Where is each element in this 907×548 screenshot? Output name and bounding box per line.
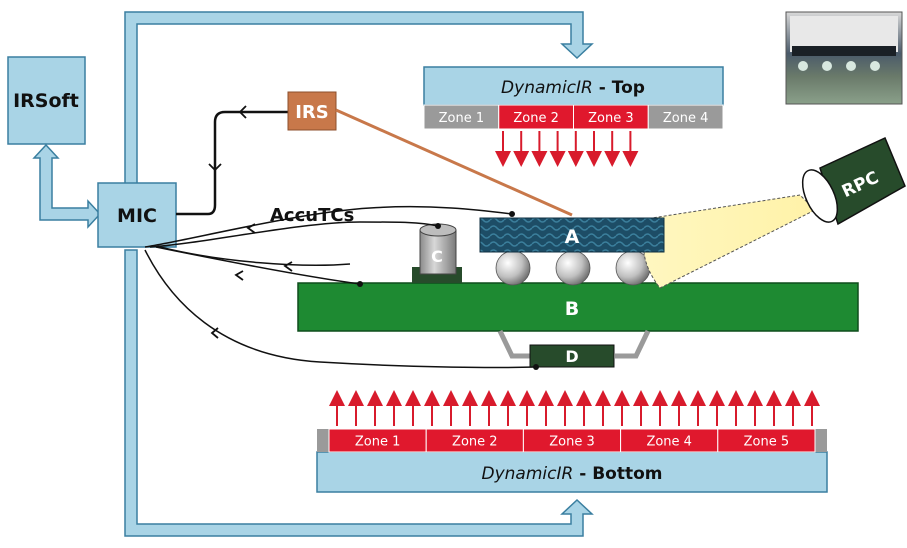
accutc-arrowheads [210, 223, 293, 339]
accutc-junction [435, 223, 441, 229]
mic-box[interactable] [97, 182, 177, 248]
heater-zone-label: Zone 3 [588, 111, 634, 126]
bottom-heater-title: DynamicIR - Bottom [482, 464, 663, 484]
top-heater-arrows [495, 131, 639, 167]
irsoft-label: IRSoft [13, 90, 79, 112]
mic-label: MIC [117, 205, 157, 227]
irsoft-mic-link [32, 143, 102, 229]
component-d-leads [497, 329, 651, 359]
board-b-label: B [565, 298, 579, 320]
irs-mic-line [176, 110, 288, 216]
component-a-label: A [565, 226, 580, 248]
heater-zone[interactable] [717, 428, 816, 453]
top-heater-title: DynamicIR - Top [501, 78, 645, 98]
solder-ball [495, 250, 531, 286]
accutcs-label: AccuTCs [270, 205, 354, 226]
irs-box[interactable] [287, 91, 337, 131]
irsoft-box[interactable] [7, 56, 86, 145]
accutc-junction [357, 281, 363, 287]
heater-zone-label: Zone 4 [663, 111, 709, 126]
accutc-junction [533, 364, 539, 370]
heater-zone-label: Zone 1 [355, 435, 401, 450]
irs-arrow-side [208, 163, 222, 172]
heater-zone[interactable] [647, 104, 724, 130]
heater-zone-label: Zone 2 [513, 111, 559, 126]
bottom-heater-zones: Zone 1 Zone 2 Zone 3 Zone 4 Zone 5 [328, 428, 816, 453]
sensor-c-label: C [431, 247, 443, 266]
camera-photo-inset [785, 11, 903, 105]
accutc-junction [509, 211, 515, 217]
bottom-heater-arrows [329, 390, 820, 426]
bottom-heater-box[interactable] [316, 451, 828, 493]
heater-zone-label: Zone 1 [439, 111, 485, 126]
heater-zone-label: Zone 5 [744, 435, 790, 450]
component-a[interactable] [479, 217, 665, 253]
solder-ball [555, 250, 591, 286]
bottom-heater-endcap-right [815, 429, 827, 452]
rpc-view-cone [643, 194, 816, 289]
bottom-heater-link [124, 249, 594, 537]
irs-arrow-top [238, 105, 247, 119]
heater-zone-label: Zone 4 [646, 435, 692, 450]
top-heater-zones: Zone 1 Zone 2 Zone 3 Zone 4 [423, 104, 724, 130]
rpc-camera[interactable] [795, 136, 906, 227]
component-d-label: D [565, 347, 578, 366]
irs-beam [335, 108, 573, 217]
top-heater-link [124, 11, 594, 189]
irs-label: IRS [295, 102, 329, 123]
sensor-c[interactable] [419, 229, 457, 275]
bottom-heater-endcap-left [317, 429, 329, 452]
heater-zone-label: Zone 3 [549, 435, 595, 450]
accutc-wires [144, 205, 537, 369]
component-d[interactable] [529, 344, 615, 368]
top-heater-box[interactable] [423, 66, 724, 106]
board-b[interactable] [297, 282, 859, 332]
heater-zone-label: Zone 2 [452, 435, 498, 450]
